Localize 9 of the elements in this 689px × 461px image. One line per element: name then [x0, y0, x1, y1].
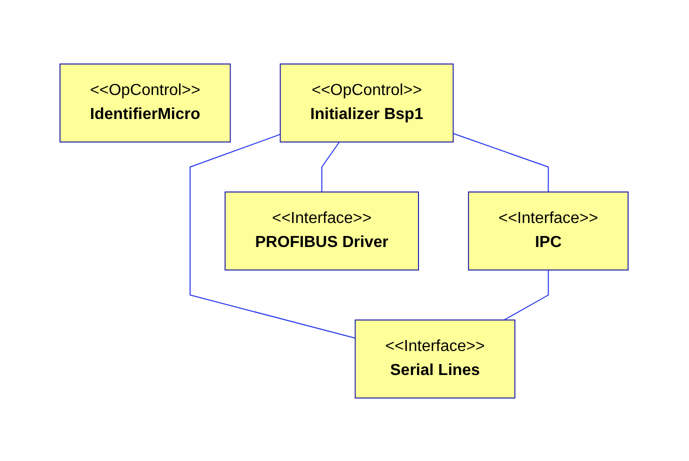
connector [504, 269, 550, 320]
node-box: <<Interface>> PROFIBUS Driver [225, 191, 420, 270]
connector [190, 133, 356, 338]
connector [322, 141, 340, 192]
node-box: <<Interface>> IPC [468, 191, 630, 270]
connector [453, 132, 550, 192]
node-box: <<Interface>> Serial Lines [355, 319, 516, 398]
node-box: <<OpControl>> Initializer Bsp1 [280, 63, 454, 142]
node-box: <<OpControl>> IdentifierMicro [60, 63, 232, 142]
